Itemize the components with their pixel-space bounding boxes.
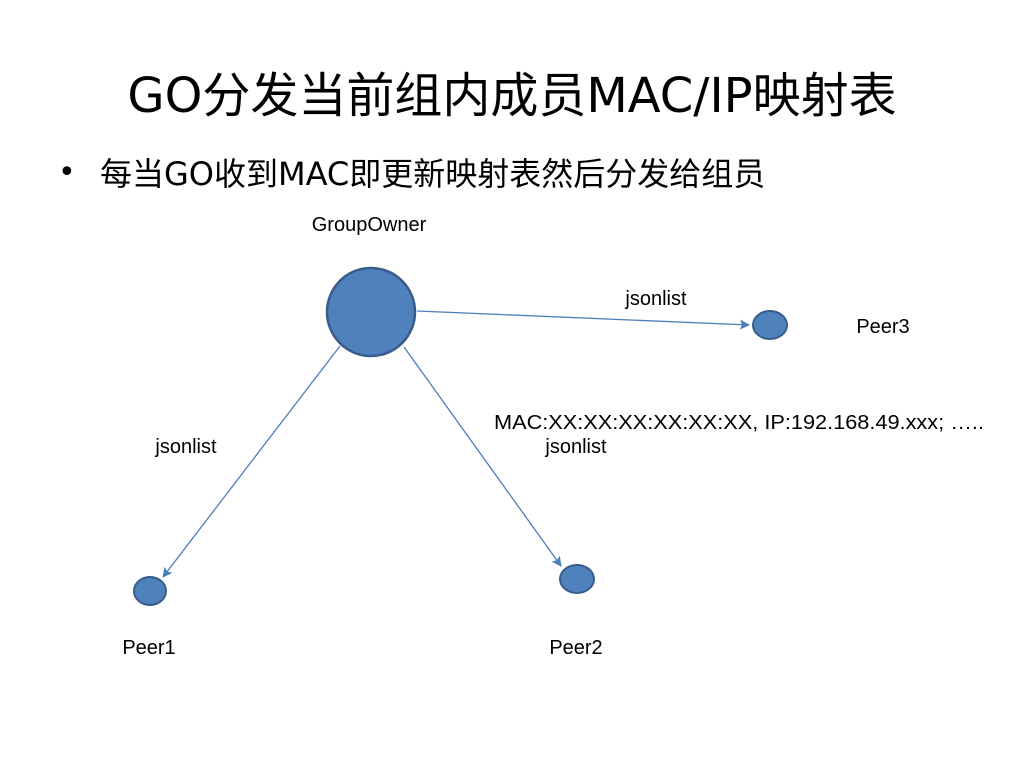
edge-groupowner-to-peer2 [403, 346, 562, 567]
edge-label-peer3: jsonlist [624, 288, 687, 310]
mapping-example-text: MAC:XX:XX:XX:XX:XX:XX, IP:192.168.49.xxx… [494, 412, 984, 434]
bullet-item: • 每当GO收到MAC即更新映射表然后分发给组员 [58, 148, 765, 196]
node-peer2 [559, 564, 595, 594]
node-peer3 [752, 310, 788, 340]
node-peer1 [133, 576, 167, 606]
label-peer3: Peer3 [856, 316, 909, 338]
bullet-dot: • [58, 154, 76, 190]
label-peer1: Peer1 [122, 637, 175, 659]
edge-groupowner-to-peer3 [416, 310, 750, 330]
edge-groupowner-to-peer1 [162, 345, 341, 578]
edge-label-peer1: jsonlist [154, 436, 217, 458]
node-groupowner [325, 266, 417, 358]
label-peer2: Peer2 [549, 637, 602, 659]
bullet-text: 每当GO收到MAC即更新映射表然后分发给组员 [100, 155, 766, 193]
slide-title: GO分发当前组内成员MAC/IP映射表 [127, 68, 897, 124]
label-groupowner: GroupOwner [312, 214, 427, 236]
edge-label-peer2: jsonlist [544, 436, 607, 458]
